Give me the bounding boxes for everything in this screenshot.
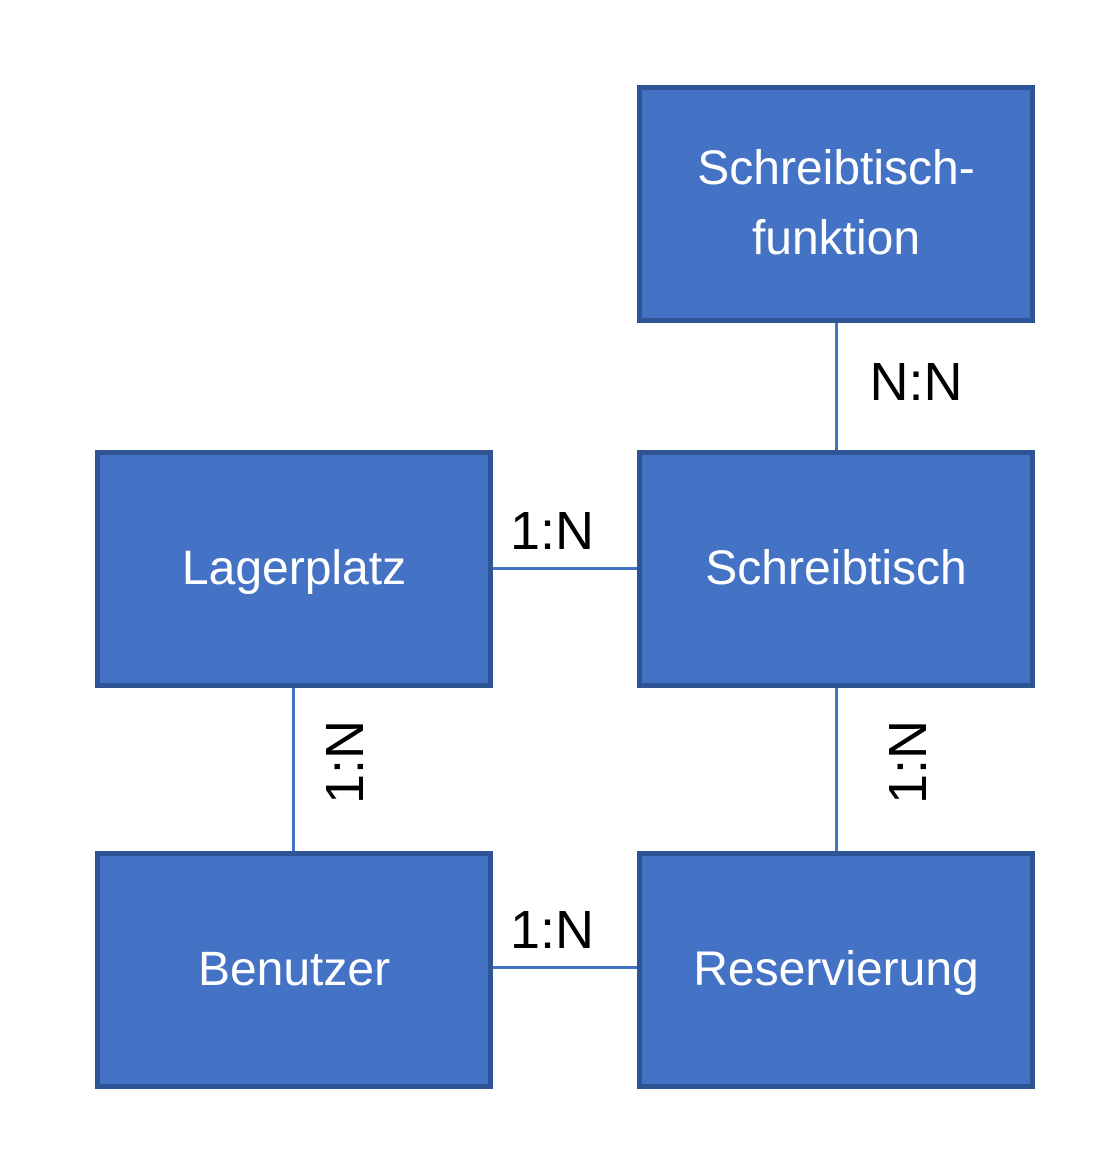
- entity-benutzer[interactable]: Benutzer: [95, 851, 493, 1089]
- entity-schreibtischfunktion[interactable]: Schreibtisch- funktion: [637, 85, 1035, 323]
- entity-label: Benutzer: [197, 943, 391, 997]
- cardinality-label-lagerplatz-benutzer: 1:N: [315, 719, 375, 805]
- cardinality-label-lagerplatz-schreibtisch: 1:N: [509, 501, 595, 561]
- entity-label: Reservierung: [693, 943, 979, 997]
- connector-schreibtisch-reservierung: [835, 687, 838, 852]
- connector-lagerplatz-benutzer: [292, 687, 295, 852]
- entity-label: Schreibtisch-: [697, 142, 975, 196]
- entity-reservierung[interactable]: Reservierung: [637, 851, 1035, 1089]
- entity-label: Schreibtisch: [705, 542, 967, 596]
- entity-label: funktion: [751, 212, 921, 265]
- connector-benutzer-reservierung: [491, 966, 638, 969]
- cardinality-label-nn: N:N: [869, 352, 963, 412]
- cardinality-label-benutzer-reservierung: 1:N: [509, 900, 595, 960]
- entity-label: Lagerplatz: [181, 542, 407, 596]
- entity-lagerplatz[interactable]: Lagerplatz: [95, 450, 493, 688]
- connector-schreibtischfunktion-schreibtisch: [835, 322, 838, 452]
- connector-lagerplatz-schreibtisch: [491, 567, 638, 570]
- cardinality-label-schreibtisch-reservierung: 1:N: [878, 719, 938, 805]
- entity-schreibtisch[interactable]: Schreibtisch: [637, 450, 1035, 688]
